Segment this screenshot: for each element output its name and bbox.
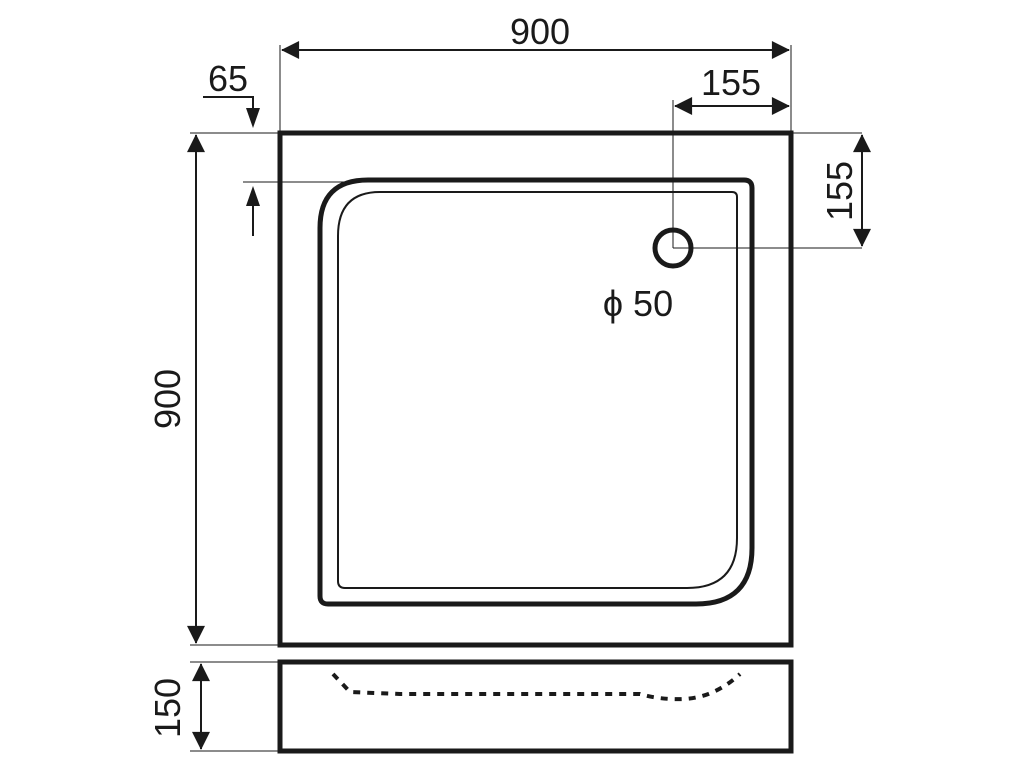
basin-profile-dotted	[331, 672, 742, 702]
label-drain-offset-x: 155	[701, 62, 761, 103]
label-tray-height: 150	[147, 678, 188, 738]
arrow-rim-offset-down	[246, 108, 260, 128]
basin-inner-edge	[337, 191, 738, 589]
leader-line-rim-offset	[203, 96, 254, 110]
label-drain-diameter: ϕ 50	[603, 283, 673, 324]
tray-side-view	[277, 659, 794, 754]
label-rim-offset: 65	[208, 58, 248, 99]
arrow-rim-offset-up	[246, 186, 260, 206]
label-height-left: 900	[147, 369, 188, 429]
label-drain-offset-y: 155	[819, 161, 860, 221]
tray-outer-outline	[277, 130, 794, 648]
label-width-top: 900	[510, 11, 570, 52]
basin-outer-edge	[317, 177, 755, 607]
